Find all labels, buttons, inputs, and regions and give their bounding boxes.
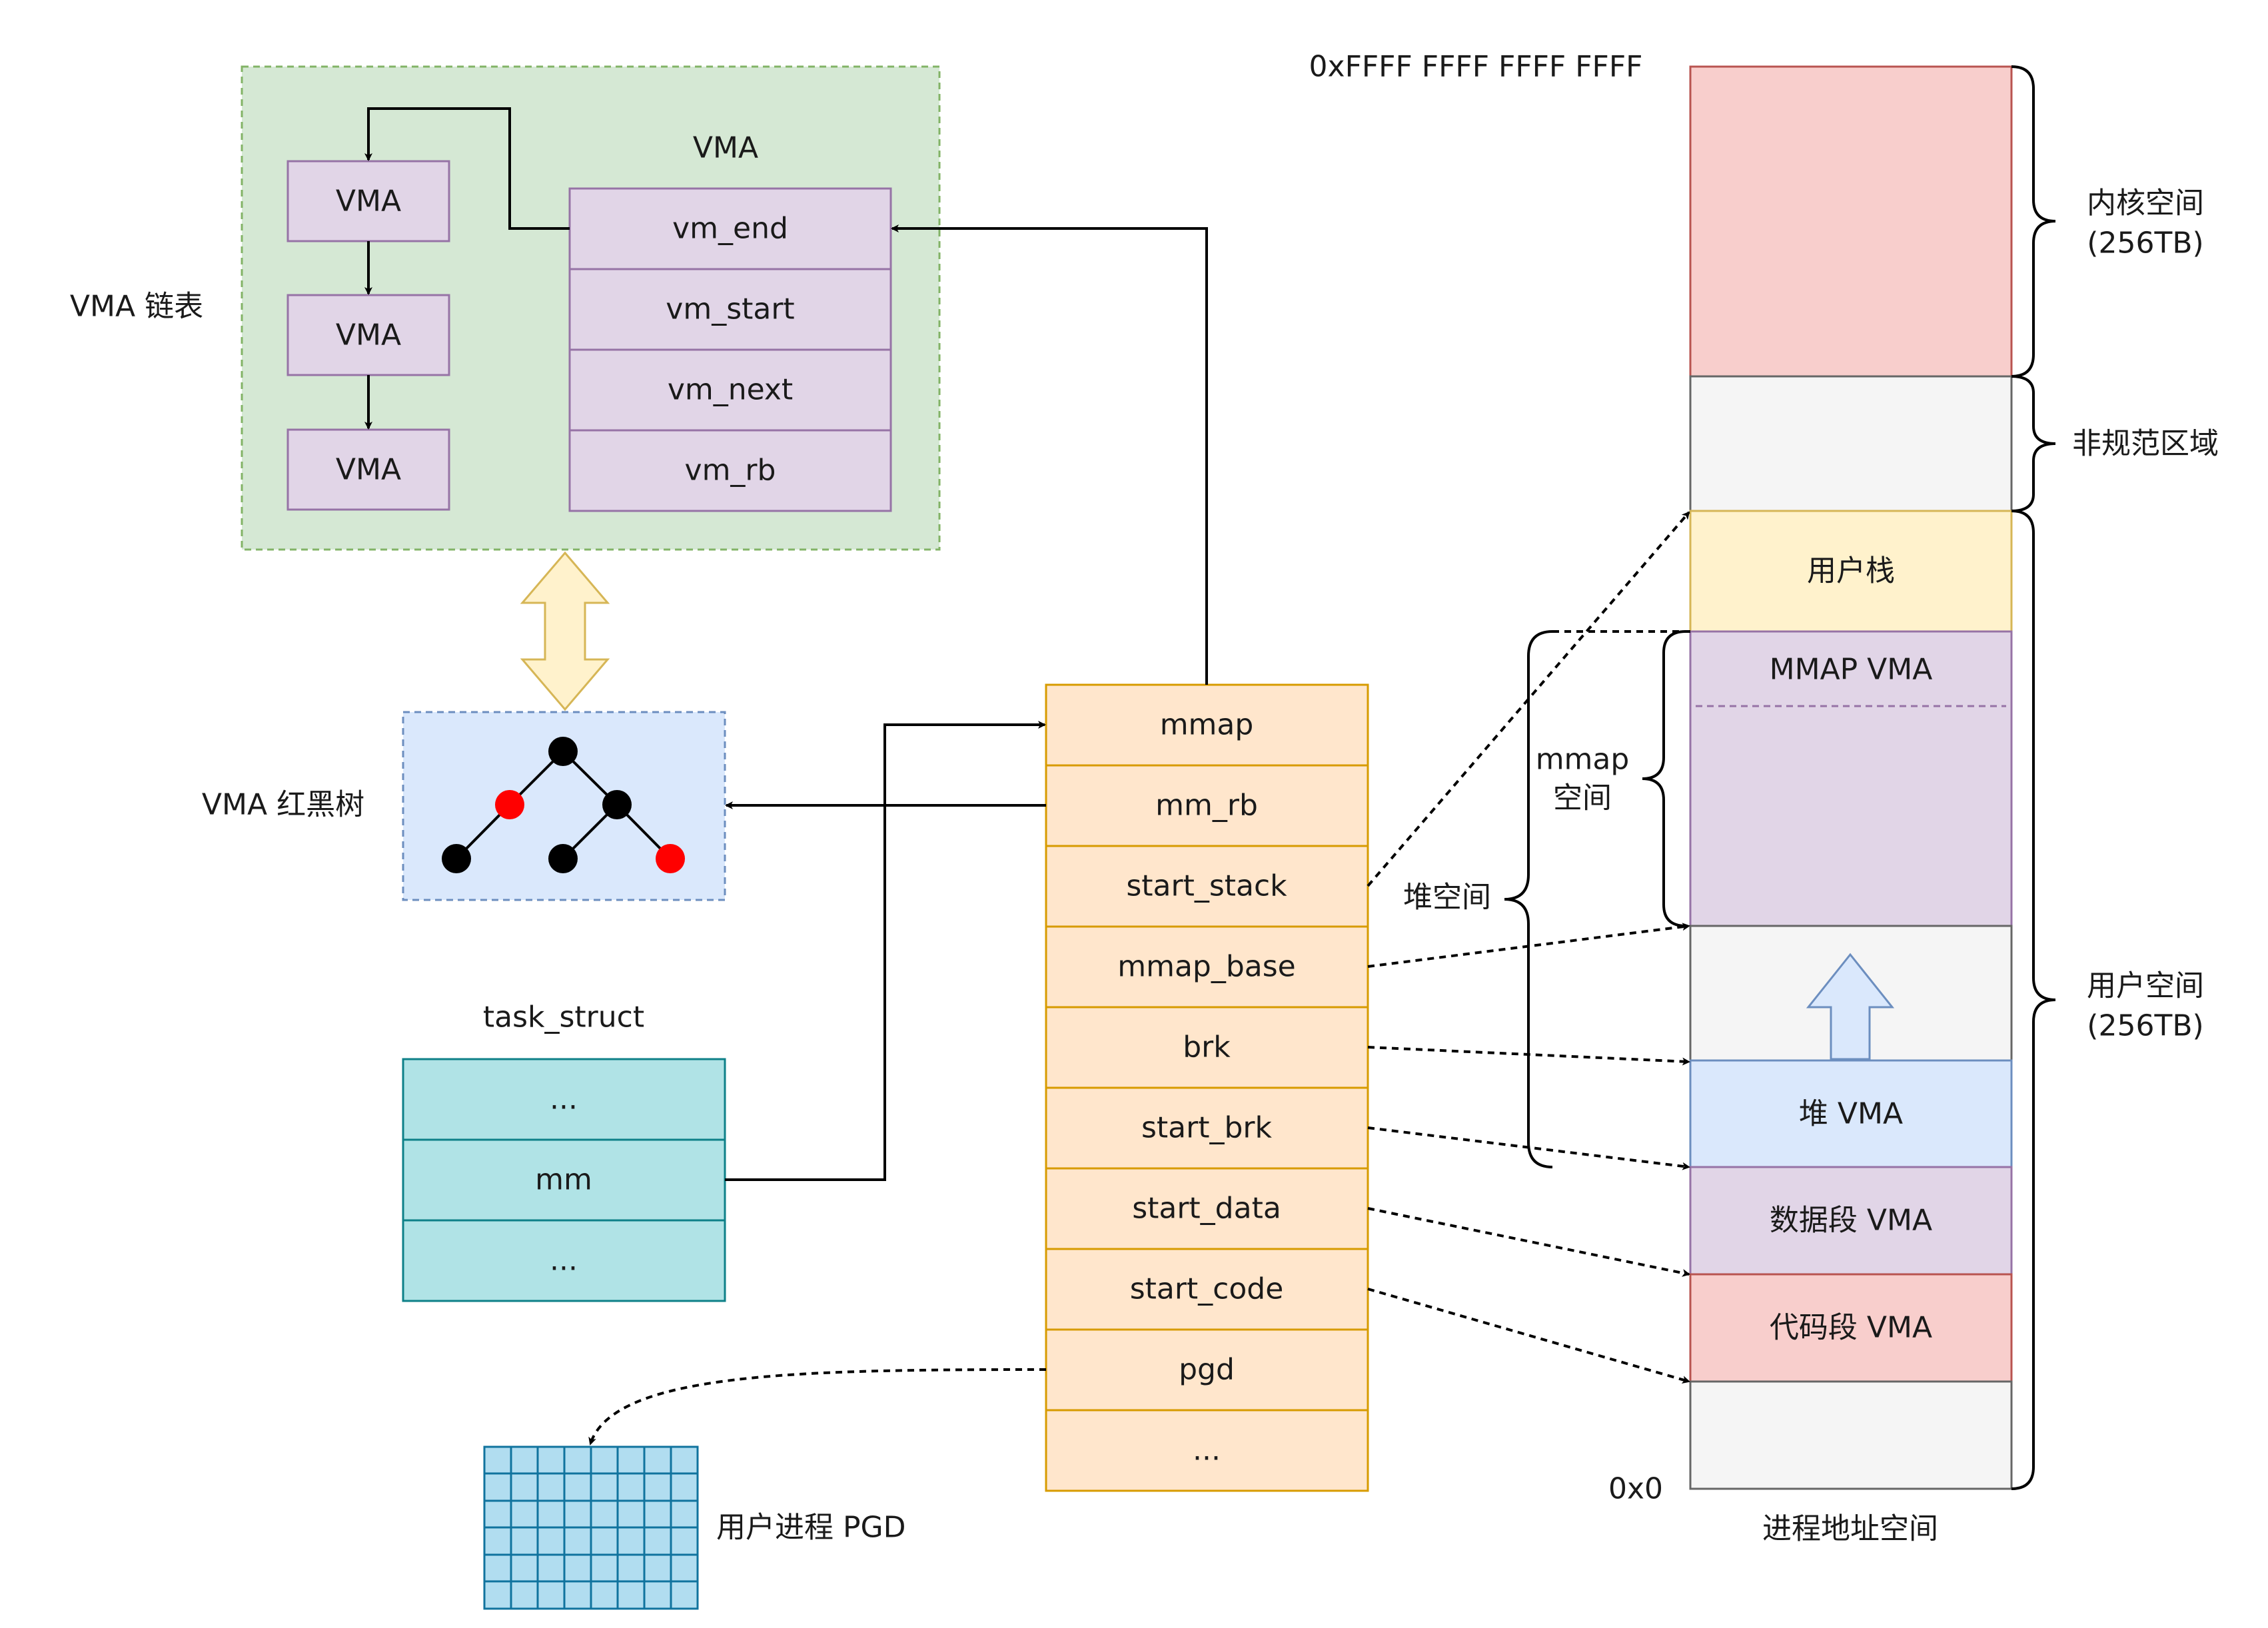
- svg-text:VMA: VMA: [336, 318, 401, 352]
- mmap-space-label-line2: 空间: [1553, 781, 1612, 815]
- vma-field-vm-start: vm_start: [568, 268, 892, 351]
- user-space-size-label: (256TB): [2087, 1009, 2203, 1043]
- heap-grow-up-arrow-icon: [1806, 953, 1895, 1060]
- mm-field-pgd: pgd: [1179, 1353, 1235, 1387]
- mm-field-start-data: start_data: [1132, 1192, 1281, 1226]
- rbtree-node-black: [548, 737, 578, 766]
- solid-connectors: [725, 224, 1208, 1181]
- vma-list-label: VMA 链表: [70, 290, 203, 324]
- vma-field-vm-end: vm_end: [568, 187, 892, 270]
- vma-struct-title: VMA: [693, 131, 758, 165]
- mm-field-mmap: mmap: [1160, 708, 1254, 742]
- address-space-title: 进程地址空间: [1762, 1512, 1938, 1546]
- code-vma-segment: 代码段 VMA: [1689, 1273, 2013, 1383]
- pgd-connector: [588, 1368, 1047, 1445]
- vma-node: VMA: [286, 428, 450, 511]
- svg-text:mm: mm: [535, 1163, 592, 1197]
- task-struct-row: ...: [402, 1058, 726, 1141]
- mmap-space-label: mmap: [1536, 743, 1630, 777]
- svg-text:MMAP VMA: MMAP VMA: [1770, 653, 1933, 687]
- task-struct-row-mm: mm: [402, 1138, 726, 1222]
- svg-text:vm_start: vm_start: [666, 292, 794, 326]
- bottom-reserved-segment: [1689, 1380, 2013, 1490]
- pgd-table-icon: [483, 1445, 699, 1610]
- address-space-braces: [2011, 65, 2056, 1490]
- mm-field-start-stack: start_stack: [1126, 869, 1287, 903]
- mm-field-start-code: start_code: [1130, 1272, 1284, 1306]
- mm-field-start-brk: start_brk: [1141, 1111, 1273, 1145]
- rbtree-node-red: [495, 790, 524, 819]
- vma-list-arrows: [364, 107, 570, 430]
- bidirectional-arrow-icon: [520, 551, 610, 711]
- vma-field-vm-next: vm_next: [568, 348, 892, 432]
- left-braces: [1504, 630, 1686, 1168]
- mm-field-mmap-base: mmap_base: [1117, 950, 1296, 984]
- top-address-label: 0xFFFF FFFF FFFF FFFF: [1309, 50, 1643, 84]
- user-stack-segment: 用户栈: [1689, 510, 2013, 633]
- heap-vma-segment: 堆 VMA: [1689, 1059, 2013, 1168]
- mm-field-more: ...: [1193, 1433, 1221, 1467]
- mm-field-brk: brk: [1183, 1030, 1231, 1064]
- kernel-space-segment: [1689, 65, 2013, 378]
- svg-text:vm_next: vm_next: [668, 373, 793, 407]
- svg-text:...: ...: [550, 1082, 578, 1116]
- svg-text:...: ...: [550, 1244, 578, 1278]
- task-struct-row: ...: [402, 1219, 726, 1302]
- rbtree-icon: [442, 737, 685, 873]
- kernel-space-label: 内核空间: [2087, 187, 2204, 220]
- svg-text:数据段 VMA: 数据段 VMA: [1770, 1204, 1932, 1238]
- dashed-pointer-arrows: [1367, 511, 1690, 1384]
- svg-text:用户栈: 用户栈: [1807, 554, 1895, 588]
- pgd-label: 用户进程 PGD: [716, 1511, 906, 1545]
- kernel-space-size-label: (256TB): [2087, 226, 2203, 260]
- mmap-vma-segment: MMAP VMA: [1689, 630, 2013, 927]
- mm-field-mm-rb: mm_rb: [1155, 789, 1258, 823]
- noncanonical-label: 非规范区域: [2072, 427, 2219, 461]
- vma-field-vm-rb: vm_rb: [568, 429, 892, 512]
- rbtree-node-black: [602, 790, 632, 819]
- svg-text:VMA: VMA: [336, 453, 401, 487]
- svg-text:代码段 VMA: 代码段 VMA: [1770, 1311, 1932, 1345]
- data-vma-segment: 数据段 VMA: [1689, 1166, 2013, 1276]
- rbtree-node-red: [656, 844, 685, 873]
- task-struct-title: task_struct: [483, 1001, 644, 1034]
- svg-text:堆 VMA: 堆 VMA: [1799, 1097, 1903, 1131]
- heap-space-label: 堆空间: [1403, 881, 1491, 915]
- noncanonical-segment: [1689, 375, 2013, 512]
- vma-node: VMA: [286, 160, 450, 242]
- rbtree-node-black: [548, 844, 578, 873]
- svg-text:vm_end: vm_end: [672, 212, 788, 246]
- bottom-address-label: 0x0: [1608, 1472, 1663, 1506]
- vma-node: VMA: [286, 294, 450, 376]
- svg-text:VMA: VMA: [336, 185, 401, 218]
- rbtree-label: VMA 红黑树: [202, 788, 364, 822]
- svg-text:vm_rb: vm_rb: [685, 454, 776, 488]
- mm-struct-table: mmap mm_rb start_stack mmap_base brk sta…: [1045, 683, 1369, 1492]
- rbtree-node-black: [442, 844, 471, 873]
- user-space-label: 用户空间: [2087, 969, 2204, 1003]
